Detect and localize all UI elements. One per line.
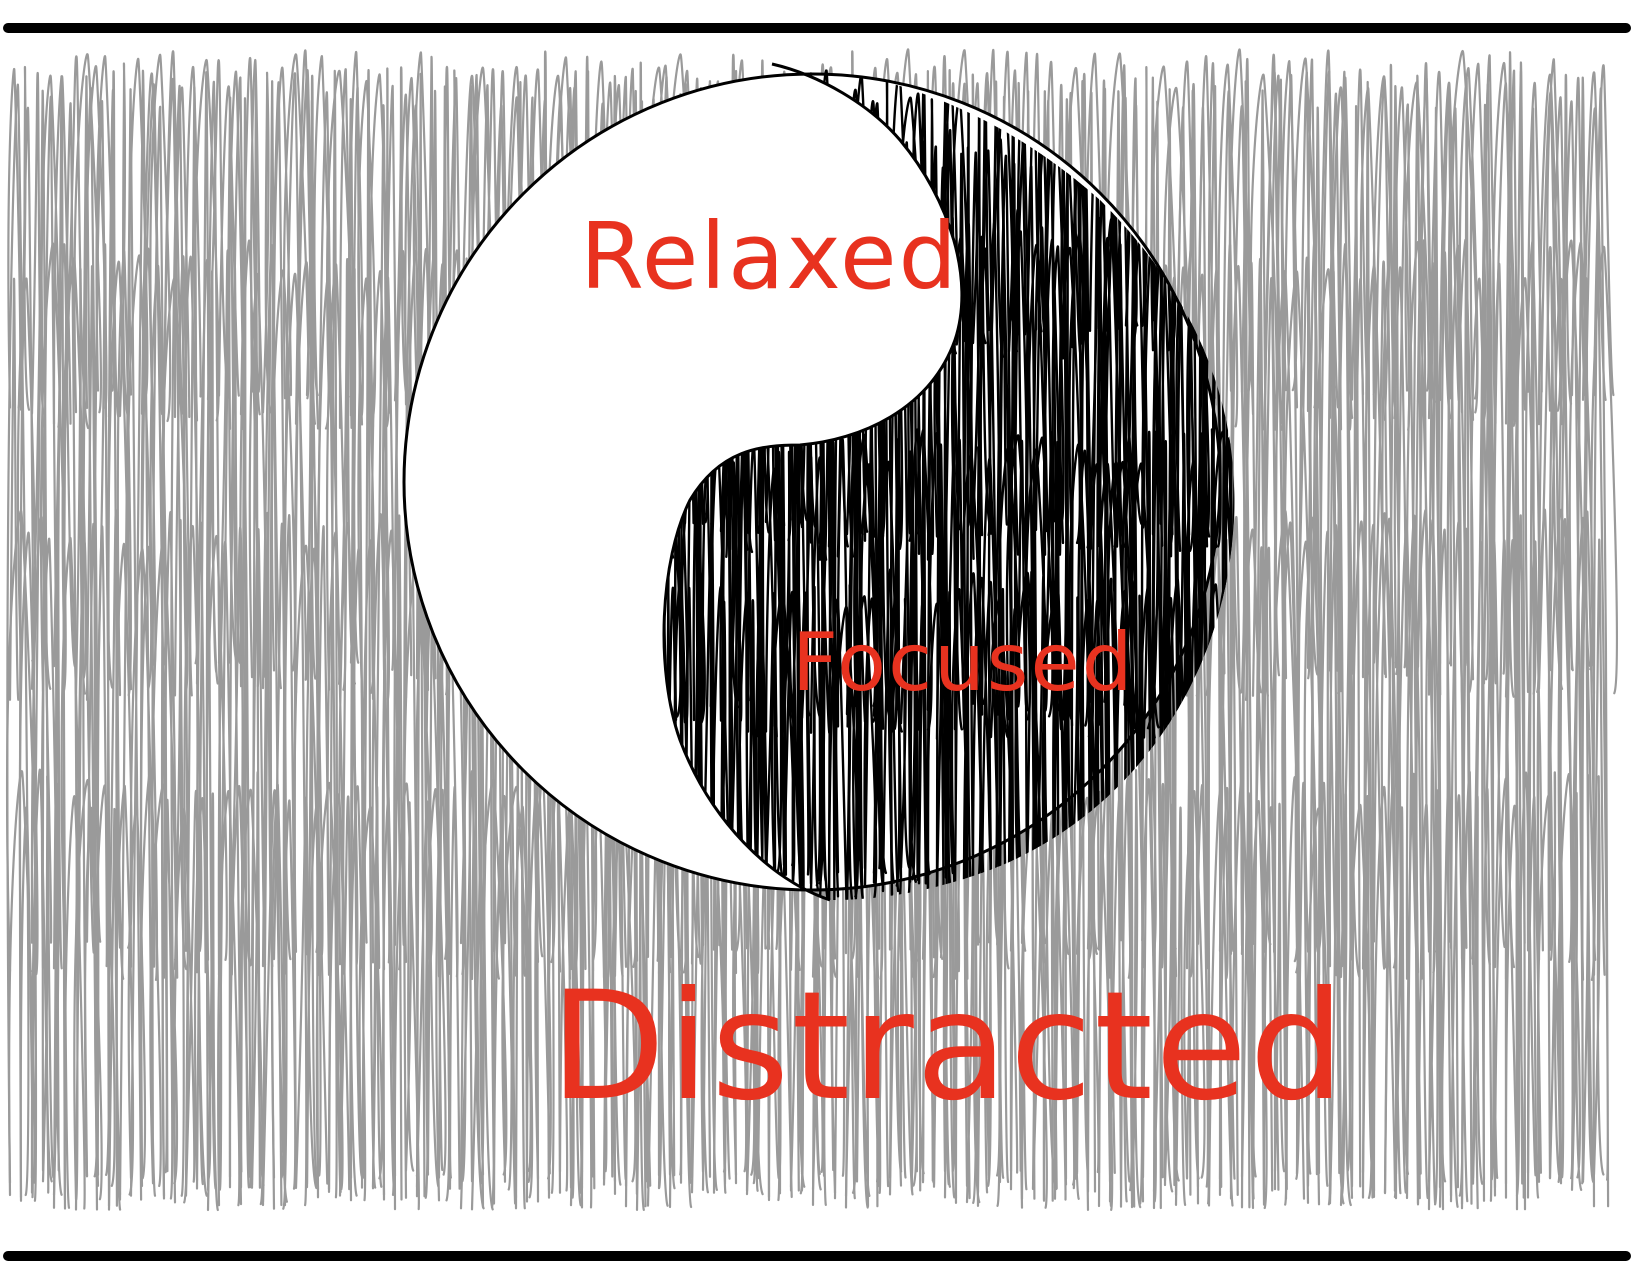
focused-label: Focused [792, 616, 1134, 709]
mind-circle [402, 72, 1222, 892]
scribble-stroke [7, 48, 1615, 431]
yin-yang-divider [662, 62, 964, 902]
relaxed-label: Relaxed [580, 203, 959, 310]
distracted-label: Distracted [550, 960, 1347, 1134]
